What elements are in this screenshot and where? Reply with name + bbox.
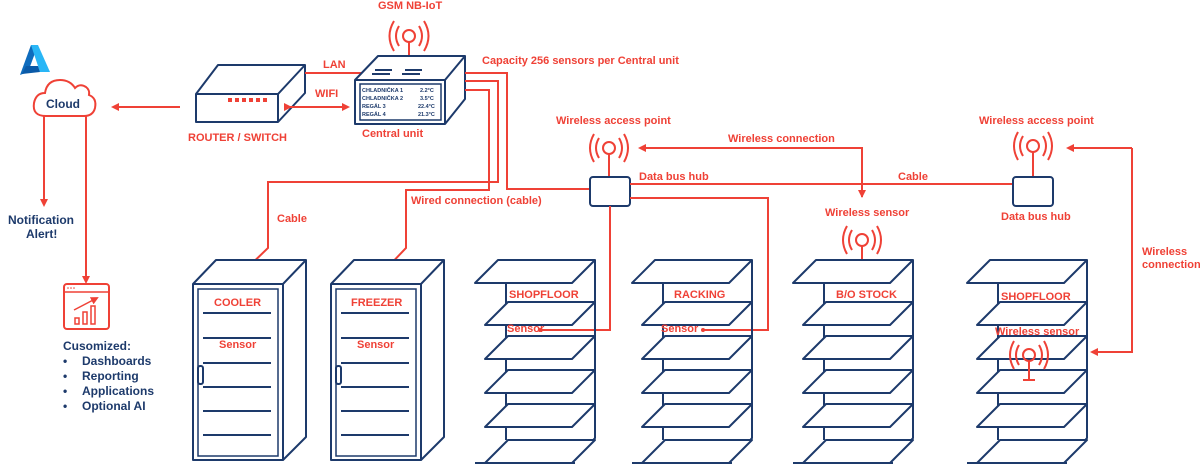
svg-text:•: •: [63, 399, 67, 413]
notification-label-2: Alert!: [26, 227, 57, 241]
unit-label-racking: RACKING: [674, 289, 725, 301]
wireless-connection-top-label: Wireless connection: [728, 133, 835, 145]
wap2-label: Wireless access point: [979, 115, 1094, 127]
azure-logo-icon: [20, 45, 50, 75]
fridge-handle-icon: [197, 365, 204, 385]
hub2-label: Data bus hub: [1001, 211, 1071, 223]
wifi-label: WIFI: [315, 88, 338, 100]
screen-row-value: 2.2°C: [420, 88, 434, 94]
hub1-label: Data bus hub: [639, 171, 709, 183]
screen-row-name: REGÁL 4: [362, 111, 387, 118]
sensor-label: Sensor: [507, 323, 545, 335]
router-label: ROUTER / SWITCH: [188, 132, 287, 144]
wap2-antenna-icon: [1013, 131, 1053, 176]
shelf-bo-stock: [792, 259, 914, 464]
shelf-shopfloor-2: [966, 259, 1088, 464]
svg-text:•: •: [63, 384, 67, 398]
wireless-connection-right-label-2: connection: [1142, 259, 1200, 271]
wire-to-hub1: [465, 72, 590, 190]
racking-sensor-dot: [701, 328, 705, 332]
svg-text:•: •: [63, 369, 67, 383]
unit-label-cooler: COOLER: [214, 297, 261, 309]
wire-to-racking: [630, 197, 769, 331]
fridge-handle-icon: [335, 365, 342, 385]
router-switch-icon: [195, 64, 306, 123]
svg-text:•: •: [63, 354, 67, 368]
screen-row-value: 22.4°C: [418, 104, 435, 110]
wireless-connection-right-label-1: Wireless: [1142, 246, 1187, 258]
wireless-sensor-top-label: Wireless sensor: [825, 207, 910, 219]
cable-left-label: Cable: [277, 213, 307, 225]
sensor-label: Sensor: [219, 339, 257, 351]
shelf-shopfloor: [474, 259, 596, 464]
customized-list: • Dashboards • Reporting • Applications …: [63, 354, 154, 413]
wap1-label: Wireless access point: [556, 115, 671, 127]
shopfloor-sensor-dot: [538, 328, 542, 332]
central-unit-icon: [354, 55, 466, 125]
customized-item: Reporting: [82, 369, 139, 383]
lan-label: LAN: [323, 59, 346, 71]
central-unit-label: Central unit: [362, 128, 423, 140]
screen-row-name: CHLADNIČKA 1: [362, 87, 403, 94]
unit-label-shopfloor: SHOPFLOOR: [509, 289, 579, 301]
screen-row-value: 21.3°C: [418, 112, 435, 118]
fridge-cooler: [192, 259, 307, 461]
unit-label-bo-stock: B/O STOCK: [836, 289, 897, 301]
customized-item: Applications: [82, 384, 154, 398]
sensor-label: Sensor: [357, 339, 395, 351]
wireless-sensor-shopfloor-icon: [1009, 340, 1049, 381]
cloud-icon: [32, 78, 97, 117]
shelf-racking: [631, 259, 753, 464]
data-bus-hub-1: [589, 176, 631, 207]
dashboard-chart-icon: [63, 283, 110, 330]
sensor-label: Sensor: [661, 323, 699, 335]
cable-right-label: Cable: [898, 171, 928, 183]
screen-row-name: CHLADNIČKA 2: [362, 95, 403, 102]
data-bus-hub-2: [1012, 176, 1054, 207]
capacity-label: Capacity 256 sensors per Central unit: [482, 55, 679, 67]
screen-row-name: REGÁL 3: [362, 103, 386, 110]
gsm-label: GSM NB-IoT: [378, 0, 442, 12]
wireless-link-right: [1090, 148, 1133, 356]
unit-label-shopfloor-2: SHOPFLOOR: [1001, 291, 1071, 303]
screen-row-value: 3.5°C: [420, 96, 434, 102]
wired-connection-label: Wired connection (cable): [411, 195, 542, 207]
customized-item: Optional AI: [82, 399, 146, 413]
wire-to-shopfloor: [540, 206, 611, 331]
wap1-antenna-icon: [589, 133, 629, 176]
customized-title: Cusomized:: [63, 339, 131, 353]
customized-item: Dashboards: [82, 354, 152, 368]
wireless-sensor-label: Wireless sensor: [995, 326, 1080, 338]
notification-label-1: Notification: [8, 213, 74, 227]
cloud-label: Cloud: [46, 97, 80, 111]
unit-label-freezer: FREEZER: [351, 297, 402, 309]
central-unit-screen: CHLADNIČKA 1 2.2°C CHLADNIČKA 2 3.5°C RE…: [362, 87, 435, 118]
fridge-freezer: [330, 259, 445, 461]
